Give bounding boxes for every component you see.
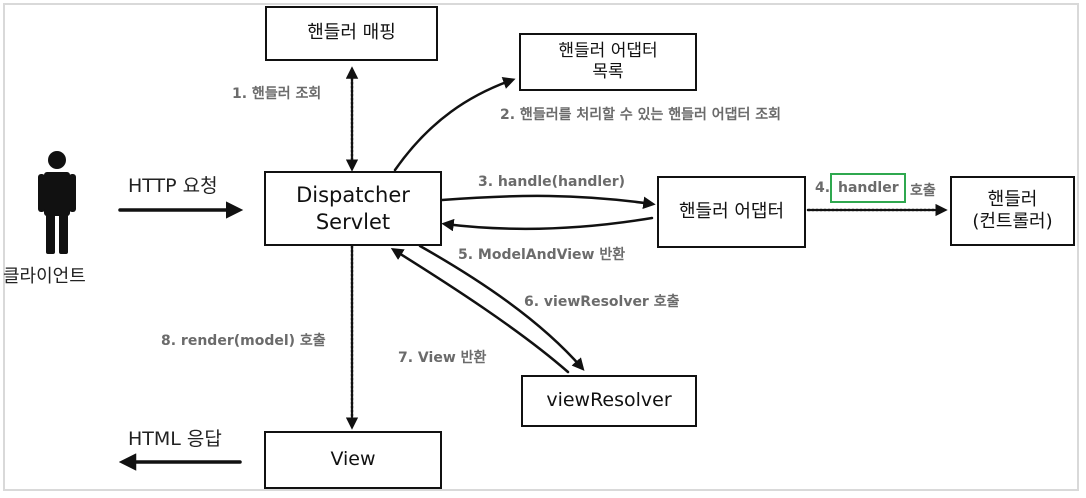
adapter-list-node: 핸들러 어댑터 목록 [519,33,697,91]
handler-label: 핸들러 (컨트롤러) [972,188,1053,233]
view-resolver-label: viewResolver [546,389,672,412]
handler-mapping-node: 핸들러 매핑 [265,6,438,61]
step8-label: 8. render(model) 호출 [161,333,326,349]
view-label: View [330,448,376,471]
step1-label: 1. 핸들러 조회 [232,86,322,102]
handler-adapter-label: 핸들러 어댑터 [678,200,785,222]
view-node: View [264,431,442,489]
handler-highlight-box [830,173,906,203]
step2-arrow [393,77,516,172]
response-label: HTML 응답 [128,428,222,450]
step2-label: 2. 핸들러를 처리할 수 있는 핸들러 어댑터 조회 [500,107,782,123]
request-label: HTTP 요청 [128,175,218,197]
step3-label: 3. handle(handler) [478,174,626,190]
step7-arrow [390,248,570,374]
client-icon [38,151,76,254]
handler-adapter-node: 핸들러 어댑터 [657,176,806,248]
step5-arrow [441,216,654,232]
adapter-list-label: 핸들러 어댑터 목록 [558,40,658,82]
step7-label: 7. View 반환 [398,350,487,366]
step4-number: 4. [815,180,831,196]
dispatcher-servlet-node: Dispatcher Servlet [264,171,442,246]
view-resolver-node: viewResolver [521,375,697,427]
step4-handler-word: handler [838,180,899,196]
dispatcher-servlet-label: Dispatcher Servlet [296,183,410,234]
step5-label: 5. ModelAndView 반환 [458,247,626,263]
client-label: 클라이언트 [3,266,86,287]
handler-mapping-label: 핸들러 매핑 [307,22,396,44]
handler-node: 핸들러 (컨트롤러) [950,176,1075,246]
step6-arrow [418,244,585,371]
step4-call-label: 호출 [910,183,936,199]
step3-arrow [440,194,656,209]
diagram-frame [3,3,1079,491]
step6-label: 6. viewResolver 호출 [524,294,680,310]
